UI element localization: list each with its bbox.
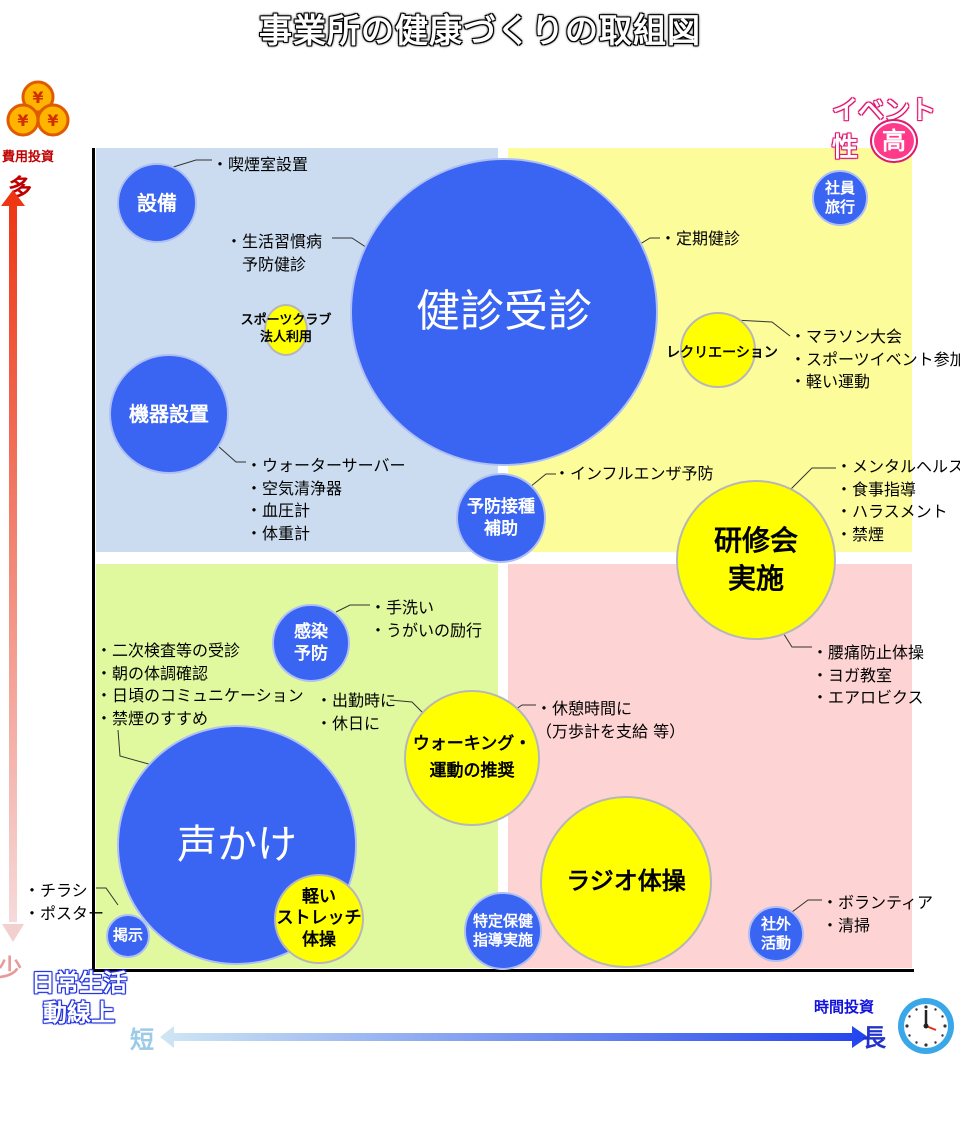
circle-recreation (680, 312, 756, 388)
y-axis-low: 少 (0, 954, 22, 982)
x-axis-low: 短 (130, 1026, 154, 1054)
note-recreation: ・マラソン大会 ・スポーツイベント参加 ・軽い運動 (790, 327, 960, 391)
note-shagai: ・ボランティア ・清掃 (822, 893, 934, 935)
note-koekake: ・二次検査等の受診 ・朝の体調確認 ・日頃のコミュニケーション ・禁煙のすすめ (96, 641, 304, 728)
note-kenshuu-bottom: ・腰痛防止体操 ・ヨガ教室 ・エアロビクス (812, 643, 925, 707)
label-recreation: レクリエーション (666, 345, 778, 361)
circle-shain: 社員 旅行 (812, 170, 868, 226)
x-axis-line (92, 969, 914, 972)
y-axis-arrow (1, 190, 25, 942)
svg-text:¥: ¥ (17, 111, 28, 130)
y-axis-line (92, 148, 95, 972)
event-high: 高 (872, 121, 916, 161)
circle-stretch: 軽い ストレッチ 体操 (274, 874, 364, 964)
event-label: イベント性 (832, 96, 937, 163)
note-kiki: ・ウォーターサーバー ・空気清浄器 ・血圧計 ・体重計 (246, 456, 406, 543)
x-axis-high: 長 (862, 1024, 886, 1052)
x-axis-label: 時間投資 (814, 998, 875, 1016)
clock-icon (898, 998, 954, 1054)
x-axis-arrow (160, 1026, 868, 1048)
label-sports-club: スポーツクラブ 法人利用 (240, 313, 332, 345)
circle-sports-club (264, 304, 308, 356)
circle-radio: ラジオ体操 (540, 796, 712, 968)
circle-kiki: 機器設置 (109, 354, 229, 474)
daily-life-line-1: 日常生活 (31, 969, 127, 997)
circle-walking: ウォーキング・ 運動の推奨 (404, 690, 540, 826)
note-influenza: ・インフルエンザ予防 (554, 464, 714, 483)
circle-kenshuu: 研修会 実施 (676, 480, 836, 640)
circle-kenshin: 健診受診 (350, 158, 658, 466)
daily-life-label: 日常生活 動線上 (24, 968, 134, 1028)
circle-kansen: 感染 予防 (272, 604, 350, 682)
daily-life-line-2: 動線上 (43, 999, 115, 1027)
note-walking-right: ・休憩時間に （万歩計を支給 等） (536, 699, 686, 741)
note-kansen: ・手洗い ・うがいの励行 (370, 598, 483, 640)
note-walking-left: ・出勤時に ・休日に (316, 691, 397, 733)
note-keiji: ・チラシ ・ポスター (24, 881, 105, 923)
circle-tokutei: 特定保健 指導実施 (464, 892, 542, 970)
svg-text:¥: ¥ (47, 111, 58, 130)
note-kenshuu-top: ・メンタルヘルス ・食事指導 ・ハラスメント ・禁煙 (836, 457, 960, 544)
y-axis-label: 費用投資 (2, 150, 55, 165)
circle-yobou: 予防接種 補助 (456, 473, 546, 563)
page-title: 事業所の健康づくりの取組図 (259, 11, 701, 50)
note-setsubi: ・喫煙室設置 (212, 155, 309, 174)
circle-keiji: 掲示 (106, 914, 150, 958)
circle-setsubi: 設備 (117, 163, 197, 243)
circle-koekake: 声かけ (117, 725, 357, 965)
svg-text:¥: ¥ (32, 88, 43, 107)
note-seikatsu: ・生活習慣病 予防健診 (226, 232, 323, 274)
circle-shagai: 社外 活動 (748, 906, 804, 962)
yen-coins-icon: ¥ ¥ ¥ (6, 80, 70, 137)
note-teiki: ・定期健診 (660, 229, 741, 248)
